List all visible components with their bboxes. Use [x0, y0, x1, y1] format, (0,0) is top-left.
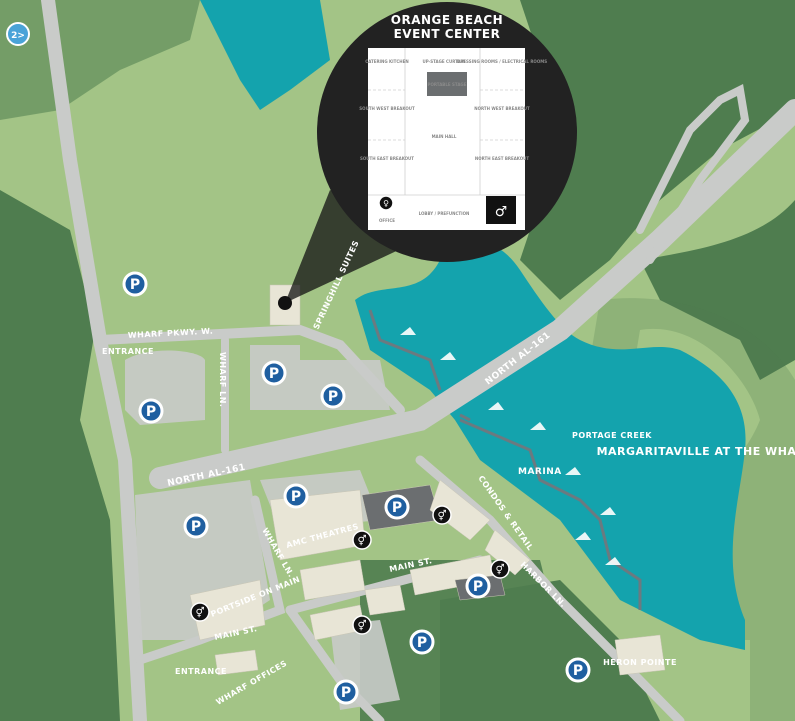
label-wharf-ln: WHARF LN. — [218, 352, 227, 407]
parking-icon[interactable]: P — [409, 629, 435, 655]
restroom-icon: ⚥ — [490, 559, 510, 579]
svg-text:P: P — [130, 277, 140, 293]
svg-text:P: P — [191, 519, 201, 535]
svg-text:P: P — [269, 366, 279, 382]
room-stage-curtain: UP-STAGE CURTAIN — [422, 59, 465, 64]
parking-icon[interactable]: P — [565, 657, 591, 683]
room-se-breakout: SOUTH EAST BREAKOUT — [360, 156, 414, 161]
svg-text:♀: ♀ — [383, 199, 389, 208]
svg-text:⚥: ⚥ — [357, 620, 366, 632]
room-office: OFFICE — [379, 218, 395, 223]
boats — [400, 327, 621, 565]
parking-icon[interactable]: P — [333, 679, 359, 705]
label-heron-pointe: HERON POINTE — [603, 658, 677, 667]
room-nw-breakout: NORTH WEST BREAKOUT — [474, 106, 530, 111]
restroom-icon: ⚥ — [352, 530, 372, 550]
label-portage-creek: PORTAGE CREEK — [572, 431, 652, 440]
exit-badge: 2> — [6, 22, 30, 46]
event-center-callout[interactable]: ORANGE BEACH EVENT CENTER CATERING KITCH… — [317, 2, 577, 262]
room-portable-stage: PORTABLE STAGE — [428, 82, 467, 87]
room-main-hall: MAIN HALL — [432, 134, 457, 139]
parking-badges: P P P P P P P P P P P — [122, 271, 591, 705]
parking-icon[interactable]: P — [138, 398, 164, 424]
label-wharf-pkwy: WHARF PKWY. W. — [128, 327, 214, 340]
svg-text:2>: 2> — [11, 31, 25, 41]
parking-icon[interactable]: P — [384, 494, 410, 520]
svg-text:♂: ♂ — [495, 204, 508, 220]
marina-docks — [368, 309, 642, 610]
svg-text:P: P — [146, 404, 156, 420]
parking-icon[interactable]: P — [122, 271, 148, 297]
svg-text:P: P — [291, 489, 301, 505]
label-margaritaville: MARGARITAVILLE AT THE WHARF — [597, 445, 795, 458]
svg-text:P: P — [328, 389, 338, 405]
restroom-icon: ⚥ — [190, 602, 210, 622]
event-center-marker[interactable] — [278, 296, 292, 310]
svg-text:⚥: ⚥ — [357, 535, 366, 547]
svg-text:P: P — [473, 579, 483, 595]
room-sw-breakout: SOUTH WEST BREAKOUT — [359, 106, 415, 111]
room-catering-kitchen: CATERING KITCHEN — [365, 59, 408, 64]
restroom-icon: ⚥ — [352, 615, 372, 635]
parking-icon[interactable]: P — [465, 573, 491, 599]
water — [200, 0, 746, 650]
room-ne-breakout: NORTH EAST BREAKOUT — [475, 156, 529, 161]
parking-icon[interactable]: P — [320, 383, 346, 409]
road-east-loop — [636, 84, 750, 264]
room-lobby: LOBBY / PREFUNCTION — [419, 211, 470, 216]
restroom-icon: ⚥ — [432, 505, 452, 525]
parking-icon[interactable]: P — [261, 360, 287, 386]
roads — [41, 0, 795, 721]
svg-text:P: P — [417, 635, 427, 651]
label-marina: MARINA — [518, 467, 562, 477]
road-condos — [415, 455, 685, 721]
svg-text:⚥: ⚥ — [495, 564, 504, 576]
event-center-title-line1: ORANGE BEACH — [391, 13, 503, 27]
label-entrance-bottom: ENTRANCE — [175, 667, 227, 676]
svg-text:P: P — [573, 663, 583, 679]
event-center-title-line2: EVENT CENTER — [394, 27, 501, 41]
svg-text:⚥: ⚥ — [195, 607, 204, 619]
svg-text:P: P — [341, 685, 351, 701]
road-north-al-161 — [149, 99, 795, 489]
svg-text:⚥: ⚥ — [437, 510, 446, 522]
callout-beam — [285, 190, 420, 303]
portable-stage — [427, 72, 467, 96]
room-dressing-rooms: DRESSING ROOMS / ELECTRICAL ROOMS — [457, 59, 547, 64]
parking-icon[interactable]: P — [283, 483, 309, 509]
restroom-badges: ⚥ ⚥ ⚥ ⚥ ⚥ — [190, 505, 510, 635]
label-entrance-top: ENTRANCE — [102, 347, 154, 356]
restroom-icon: ♀ — [378, 195, 394, 211]
parking-icon[interactable]: P — [183, 513, 209, 539]
svg-text:P: P — [392, 500, 402, 516]
restroom-icon: ♂ — [486, 196, 516, 224]
